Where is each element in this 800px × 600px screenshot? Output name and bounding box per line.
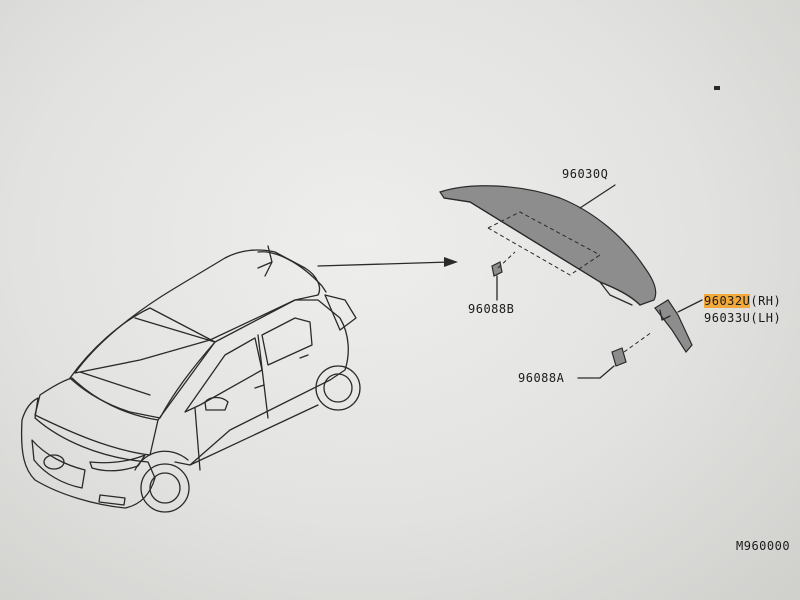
car-rear-door-window — [261, 317, 313, 366]
car-front-door-window — [184, 337, 263, 413]
label-clip-lower: 96088A — [518, 371, 565, 385]
car-rocker — [189, 404, 319, 466]
car-rear-wheel-rim — [323, 373, 353, 403]
clip-lower-part — [577, 331, 653, 379]
car-rear-wheel — [315, 365, 361, 411]
spoiler-mount-outline — [487, 211, 601, 276]
clip-upper — [491, 261, 503, 277]
bracket — [654, 299, 693, 354]
clip-lower — [611, 347, 627, 367]
spoiler-edge — [443, 197, 641, 306]
corner-mark — [714, 86, 720, 90]
label-side-lh: (LH) — [750, 311, 782, 325]
car-door-handle — [254, 354, 309, 389]
car-rear-spoiler — [257, 251, 327, 293]
car-front-arch — [134, 450, 189, 471]
label-spoiler: 96030Q — [562, 167, 609, 181]
roof-rail — [79, 317, 216, 396]
car-front-wheel — [140, 463, 190, 513]
drawing-code: M960000 — [736, 539, 791, 553]
label-side-rh: (RH) — [750, 294, 782, 308]
car-roof — [74, 249, 321, 374]
bracket-part — [654, 299, 703, 354]
car-side-body — [157, 299, 349, 466]
clip-upper-part — [491, 251, 516, 301]
car-fog-light — [98, 494, 126, 506]
car-antenna — [257, 245, 273, 277]
label-bracket-rh: 96032U(RH) — [704, 294, 781, 308]
leader-96032u — [677, 299, 703, 313]
leader-96030q — [579, 184, 616, 209]
car-front-bumper — [20, 397, 156, 509]
car-grille — [31, 439, 86, 489]
car-door-line — [194, 334, 269, 471]
car-emblem — [43, 454, 65, 470]
car-illustration — [20, 245, 361, 513]
label-clip-upper: 96088B — [468, 302, 515, 316]
car-headlight — [89, 454, 146, 472]
highlighted-part-code: 96032U — [704, 294, 751, 308]
car-windshield — [69, 307, 216, 419]
car-side-mirror — [204, 396, 229, 411]
leader-96088a — [599, 365, 615, 379]
label-bracket-lh: 96033U(LH) — [704, 311, 781, 325]
car-taillight — [324, 294, 357, 331]
car-hood — [34, 377, 159, 456]
label-bracket-lh-code: 96033U — [704, 311, 751, 325]
car-front-wheel-rim — [149, 472, 181, 504]
pointer-arrow — [317, 257, 458, 267]
spoiler-part — [439, 184, 657, 306]
